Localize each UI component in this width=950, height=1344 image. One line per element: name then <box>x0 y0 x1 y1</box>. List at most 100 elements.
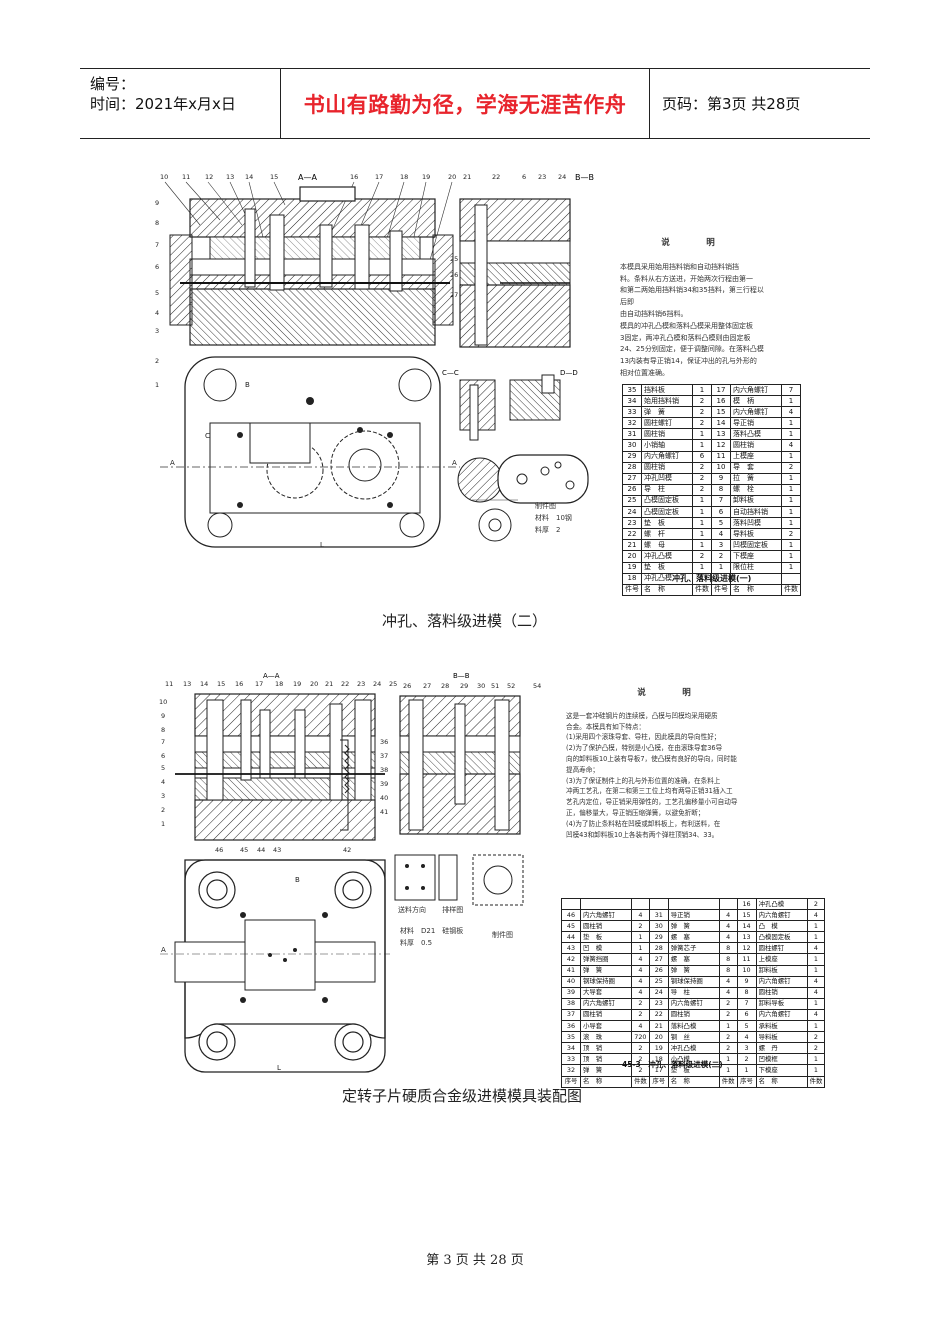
svg-text:L: L <box>277 1064 281 1072</box>
figure1-note-line: 13内装有导正销14，保证冲出的孔与外形的 <box>620 357 757 366</box>
table-cell: 2 <box>806 1031 826 1044</box>
figure2-note-line: (3)为了保证制件上的孔与外形位置的准确，在条料上 <box>566 776 721 785</box>
figure1-note-line: 24、25分别固定，便于调整间隙。在落料凸模 <box>620 345 764 354</box>
table-cell: 39 <box>561 986 581 999</box>
table-header-cell: 件数 <box>631 1075 650 1088</box>
svg-text:6: 6 <box>522 173 526 181</box>
figure1-section-dd: D—D <box>560 369 578 377</box>
table-cell: 弹簧芯子 <box>667 942 720 955</box>
table-cell: 垫 板 <box>580 931 632 944</box>
svg-text:18: 18 <box>400 173 408 181</box>
table-cell <box>781 572 801 585</box>
table-cell: 卸料导板 <box>755 997 808 1010</box>
figure1-part-note-line: 料厚 2 <box>535 526 561 534</box>
table-cell: 12 <box>711 439 731 452</box>
table-cell: 32 <box>622 417 642 430</box>
table-cell: 13 <box>711 428 731 441</box>
table-cell: 1 <box>736 1064 757 1077</box>
table-cell: 24 <box>622 506 642 519</box>
svg-text:23: 23 <box>538 173 546 181</box>
table-cell: 11 <box>711 450 731 463</box>
table-cell: 17 <box>711 383 731 397</box>
table-cell: 8 <box>718 953 738 966</box>
table-cell: 弹 簧 <box>580 1064 632 1077</box>
table-cell: 2 <box>718 997 738 1010</box>
table-cell: 1 <box>781 395 801 408</box>
table-cell <box>648 897 669 911</box>
svg-text:19: 19 <box>422 173 430 181</box>
table-cell: 弹 簧 <box>667 920 720 933</box>
table-cell: 29 <box>622 450 642 463</box>
table-cell: 28 <box>622 461 642 474</box>
svg-text:10: 10 <box>160 173 168 181</box>
table-cell: 钢球保持圈 <box>580 975 632 988</box>
figure2-strip-labels: 送料方向 排样图 <box>398 905 463 915</box>
table-cell: 35 <box>622 383 642 397</box>
table-cell: 凸模固定板 <box>641 506 693 519</box>
table-cell: 上模座 <box>730 450 782 463</box>
table-cell: 弹 簧 <box>641 406 693 419</box>
table-cell: 31 <box>622 428 642 441</box>
table-cell: 圆柱销 <box>580 1008 632 1022</box>
svg-text:8: 8 <box>155 219 159 227</box>
table-cell: 30 <box>622 439 642 452</box>
table-cell: 上模座 <box>755 953 808 966</box>
svg-text:20: 20 <box>310 680 318 688</box>
table-cell: 4 <box>806 975 826 988</box>
table-cell: 15 <box>736 909 757 922</box>
svg-text:A: A <box>452 459 457 467</box>
table-cell: 导正销 <box>667 909 720 922</box>
table-cell: 20 <box>622 550 642 563</box>
svg-text:51: 51 <box>491 682 499 690</box>
table-cell: 凹 模 <box>580 942 632 955</box>
table-cell: 9 <box>736 975 757 988</box>
table-cell: 导 柱 <box>667 986 720 999</box>
table-cell: 1 <box>631 931 650 944</box>
figure2-notes-title: 说 明 <box>637 688 705 698</box>
table-cell: 16 <box>711 395 731 408</box>
figure2-material-line: 料厚 0.5 <box>400 939 433 947</box>
svg-text:14: 14 <box>245 173 253 181</box>
table-cell: 16 <box>736 897 757 911</box>
table-cell: 内六角螺钉 <box>755 975 808 988</box>
svg-text:41: 41 <box>380 808 388 816</box>
svg-text:18: 18 <box>275 680 283 688</box>
table-cell: 2 <box>692 406 712 419</box>
svg-text:24: 24 <box>558 173 566 181</box>
table-cell: 8 <box>718 964 738 977</box>
table-cell: 25 <box>648 975 669 988</box>
table-footer-row: 序号名 称件数序号名 称件数序号名 称件数 <box>561 1075 826 1088</box>
svg-text:9: 9 <box>161 712 165 720</box>
svg-text:11: 11 <box>165 680 173 688</box>
table-cell: 42 <box>561 953 581 966</box>
table-header-cell: 名 称 <box>641 583 693 596</box>
svg-text:52: 52 <box>507 682 515 690</box>
svg-text:5: 5 <box>161 764 165 772</box>
table-cell: 10 <box>711 461 731 474</box>
table-cell: 弹 簧 <box>580 964 632 977</box>
table-cell: 1 <box>781 472 801 485</box>
table-header-cell: 名 称 <box>730 583 782 596</box>
table-cell: 2 <box>692 472 712 485</box>
table-cell: 2 <box>806 1042 826 1055</box>
svg-text:28: 28 <box>441 682 449 690</box>
table-cell: 1 <box>806 931 826 944</box>
table-cell: 垫 板 <box>641 561 693 574</box>
table-cell: 2 <box>631 997 650 1010</box>
table-cell: 圆柱销 <box>755 986 808 999</box>
header-meta-cell: 编号： 时间：2021年x月x日 <box>80 69 281 138</box>
svg-text:5: 5 <box>155 289 159 297</box>
table-cell: 4 <box>631 986 650 999</box>
table-cell: 导料板 <box>730 528 782 541</box>
table-cell: 大导套 <box>580 986 632 999</box>
table-cell: 26 <box>622 483 642 496</box>
table-cell: 18 <box>622 572 642 585</box>
table-cell: 29 <box>648 931 669 944</box>
svg-text:22: 22 <box>492 173 500 181</box>
table-cell: 钢 丝 <box>667 1031 720 1044</box>
